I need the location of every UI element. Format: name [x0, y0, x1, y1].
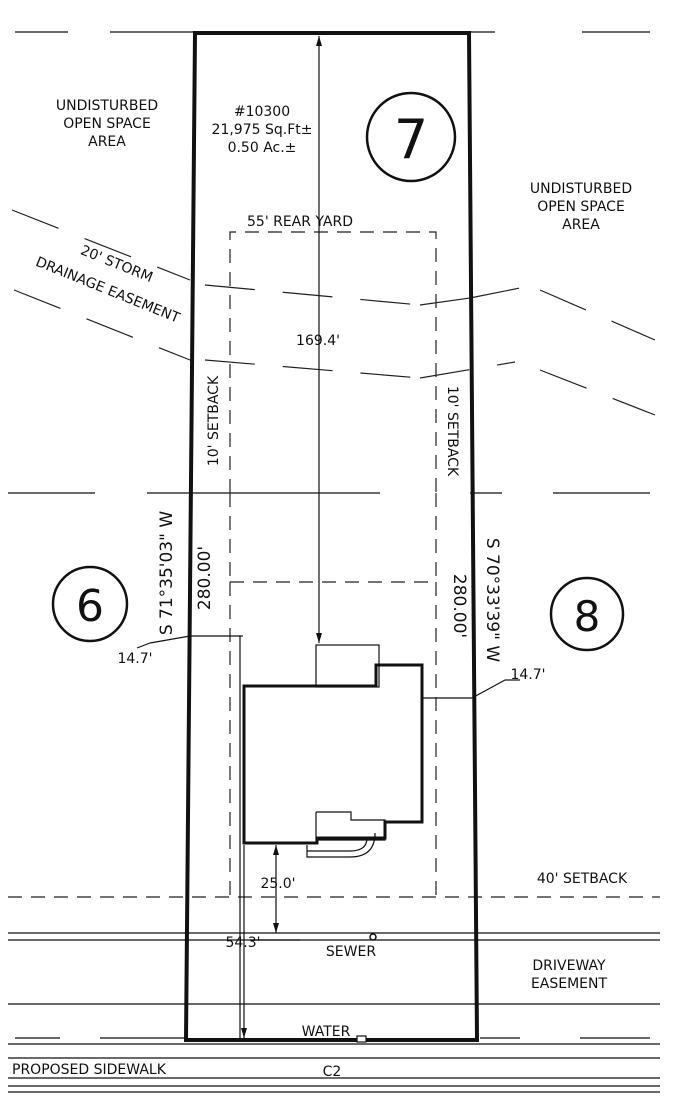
open-space-left-3: AREA	[88, 134, 126, 150]
lot-boundary	[183, 31, 480, 1042]
left-offset: 14.7'	[117, 651, 152, 667]
open-space-right-3: AREA	[562, 217, 600, 233]
open-space-right-2: OPEN SPACE	[537, 199, 625, 215]
left-distance: 280.00'	[195, 546, 215, 610]
right-setback-label: 10' SETBACK	[444, 386, 460, 477]
water-marker	[356, 1035, 367, 1043]
lot-id: #10300	[234, 104, 290, 120]
house-footprint	[242, 644, 424, 858]
front-setback-distance: 25.0'	[260, 876, 295, 892]
sewer-label: SEWER	[326, 944, 376, 960]
water-label: WATER	[302, 1024, 351, 1040]
sidewalk-label: PROPOSED SIDEWALK	[12, 1062, 167, 1078]
rear-yard-label: 55' REAR YARD	[247, 214, 353, 230]
lot-number-badge: 7	[365, 91, 457, 183]
open-space-left-2: OPEN SPACE	[63, 116, 151, 132]
curve-label: C2	[323, 1064, 342, 1080]
house-to-row-distance: 54.3'	[225, 935, 260, 951]
neighbor-right-number: 8	[574, 592, 601, 641]
driveway-easement-2: EASEMENT	[531, 976, 608, 992]
sewer-marker	[369, 933, 377, 941]
right-offset: 14.7'	[510, 667, 545, 683]
right-bearing: S 70°33'39" W	[482, 538, 502, 662]
lot-depth: 169.4'	[296, 333, 340, 349]
open-space-left-1: UNDISTURBED	[56, 98, 158, 114]
neighbor-left-number: 6	[76, 581, 104, 632]
left-bearing: S 71°35'03" W	[157, 511, 177, 635]
neighbor-left-badge: 6	[51, 565, 129, 643]
storm-easement-lines	[11, 209, 656, 416]
right-distance: 280.00'	[449, 574, 469, 638]
lot-number: 7	[394, 108, 428, 171]
adjacent-lines	[8, 31, 650, 494]
depth-dimension	[316, 36, 322, 643]
neighbor-right-badge: 8	[549, 576, 625, 652]
lot-area-sqft: 21,975 Sq.Ft±	[212, 122, 313, 138]
street-lines	[8, 932, 660, 1093]
open-space-right-1: UNDISTURBED	[530, 181, 632, 197]
lot-area-acres: 0.50 Ac.±	[228, 140, 297, 156]
setback-envelope	[8, 231, 660, 898]
dimension-lines	[136, 635, 520, 1040]
driveway-easement-1: DRIVEWAY	[532, 958, 606, 974]
front-setback-label: 40' SETBACK	[537, 871, 628, 887]
left-setback-label: 10' SETBACK	[206, 375, 222, 466]
